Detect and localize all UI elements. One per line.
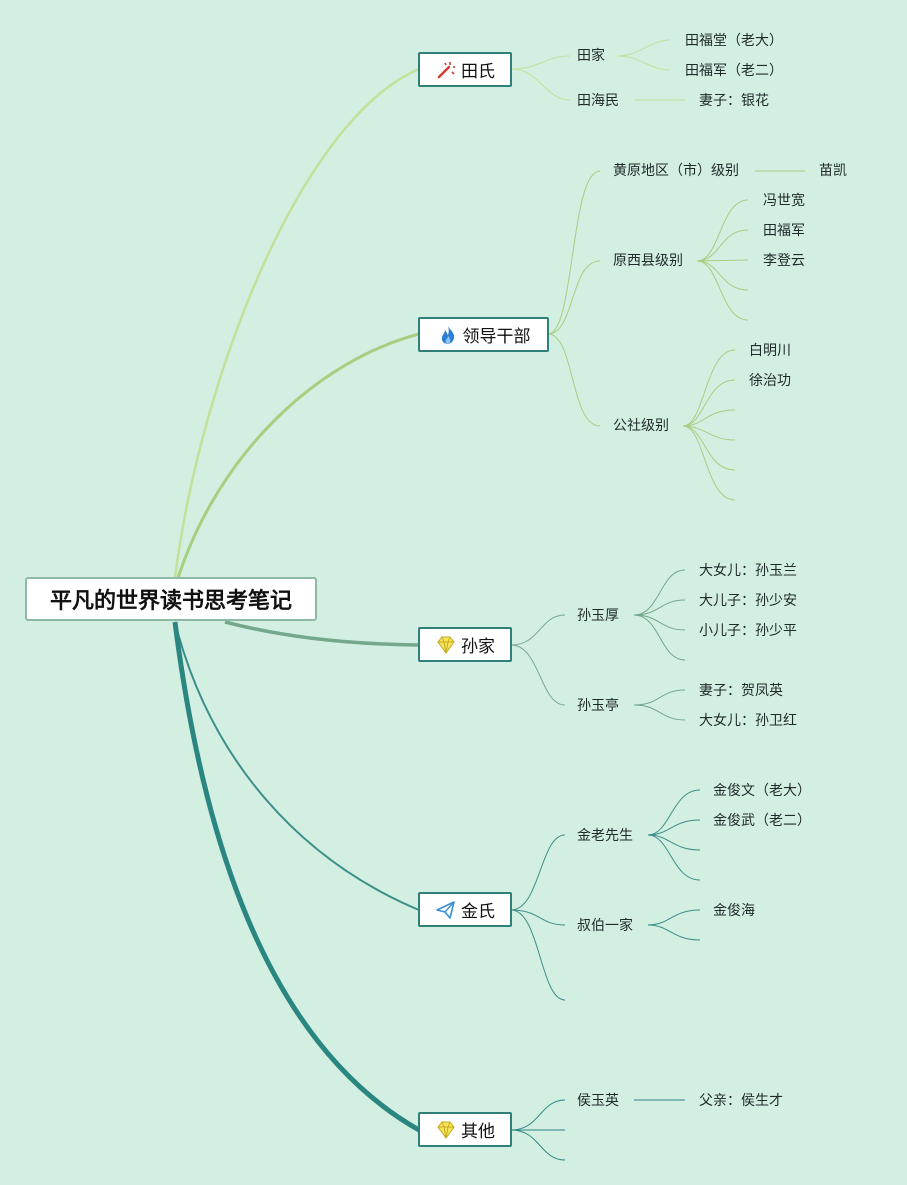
node-sun-daughter[interactable]: 大女儿：孙玉兰 xyxy=(699,563,797,579)
branch-label: 其他 xyxy=(461,1122,495,1142)
diamond-icon xyxy=(437,636,455,654)
node-jin-junwen[interactable]: 金俊文（老大） xyxy=(713,783,811,799)
branch-label: 金氏 xyxy=(461,902,495,922)
node-sun-son-younger[interactable]: 小儿子：孙少平 xyxy=(699,623,797,639)
paper-plane-icon xyxy=(436,900,455,919)
branch-tian[interactable]: 田氏 xyxy=(418,52,512,87)
node-tianjia[interactable]: 田家 xyxy=(577,48,605,64)
node-tianfujun[interactable]: 田福军 xyxy=(763,223,805,239)
node-tian-haimin-wife[interactable]: 妻子：银花 xyxy=(699,93,769,109)
node-huangyuan-level[interactable]: 黄原地区（市）级别 xyxy=(613,163,739,179)
node-yuanxi-level[interactable]: 原西县级别 xyxy=(613,253,683,269)
node-lidengyun[interactable]: 李登云 xyxy=(763,253,805,269)
branch-other[interactable]: 其他 xyxy=(418,1112,512,1147)
node-baimingchuan[interactable]: 白明川 xyxy=(749,343,791,359)
branch-leaders[interactable]: 领导干部 xyxy=(418,317,549,352)
node-sun-yuting-wife[interactable]: 妻子：贺凤英 xyxy=(699,683,783,699)
node-tian-haimin[interactable]: 田海民 xyxy=(577,93,619,109)
branch-label: 孙家 xyxy=(461,637,495,657)
node-hou-father[interactable]: 父亲：侯生才 xyxy=(699,1093,783,1109)
magic-wand-icon xyxy=(437,61,455,78)
branch-label: 田氏 xyxy=(461,62,495,82)
fire-icon xyxy=(441,325,454,344)
node-jin-laoxiansheng[interactable]: 金老先生 xyxy=(577,828,633,844)
node-gongshe-level[interactable]: 公社级别 xyxy=(613,418,669,434)
node-jin-junwu[interactable]: 金俊武（老二） xyxy=(713,813,811,829)
node-miaokai[interactable]: 苗凯 xyxy=(819,163,847,179)
node-jin-junhai[interactable]: 金俊海 xyxy=(713,903,755,919)
node-sun-yuhou[interactable]: 孙玉厚 xyxy=(577,608,619,624)
node-xuzhigong[interactable]: 徐治功 xyxy=(749,373,791,389)
node-tian-fujun[interactable]: 田福军（老二） xyxy=(685,63,783,79)
node-sun-yuting[interactable]: 孙玉亭 xyxy=(577,698,619,714)
node-hou-yuying[interactable]: 侯玉英 xyxy=(577,1093,619,1109)
branch-jin[interactable]: 金氏 xyxy=(418,892,512,927)
node-tian-futang[interactable]: 田福堂（老大） xyxy=(685,33,783,49)
node-sun-son-elder[interactable]: 大儿子：孙少安 xyxy=(699,593,797,609)
node-jin-shubo[interactable]: 叔伯一家 xyxy=(577,918,633,934)
node-fengshikuan[interactable]: 冯世宽 xyxy=(763,193,805,209)
branch-sun[interactable]: 孙家 xyxy=(418,627,512,662)
diamond-icon xyxy=(437,1121,455,1139)
branch-label: 领导干部 xyxy=(462,327,531,347)
root-topic[interactable]: 平凡的世界读书思考笔记 xyxy=(25,577,317,621)
node-sun-yuting-daughter[interactable]: 大女儿：孙卫红 xyxy=(699,713,797,729)
